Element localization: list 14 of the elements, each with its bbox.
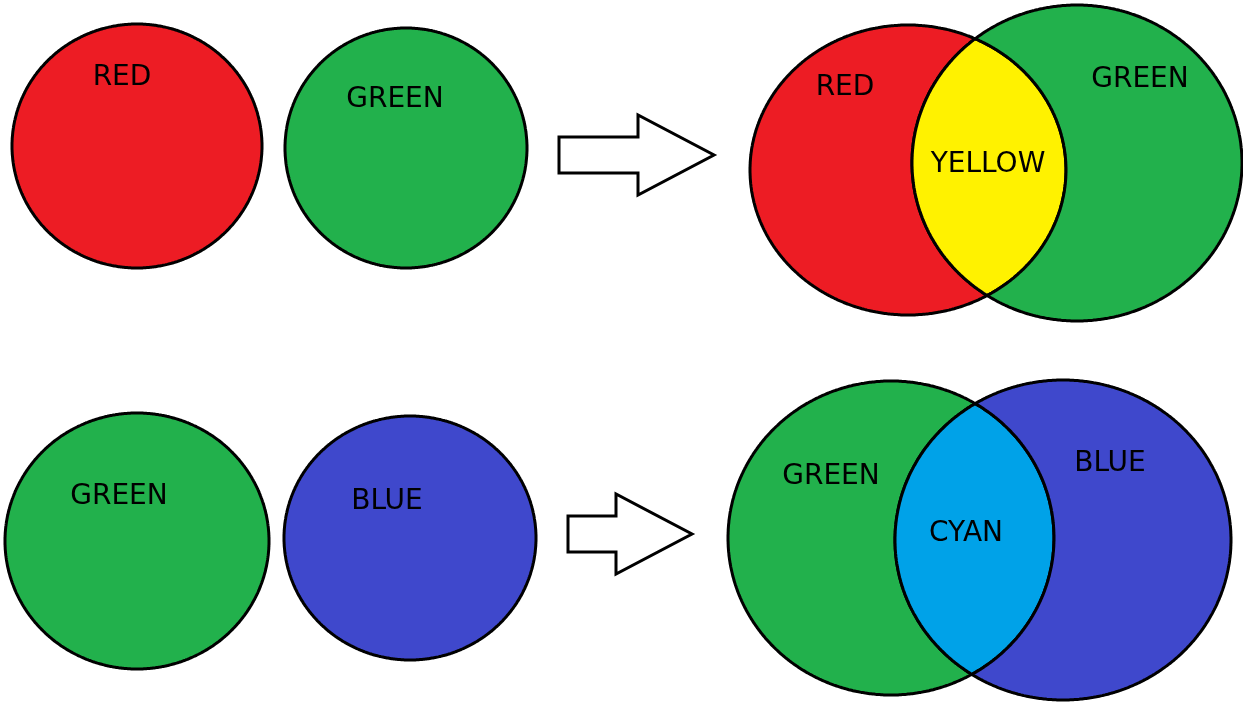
circle-label: GREEN bbox=[70, 478, 168, 511]
circle-label: GREEN bbox=[1091, 61, 1189, 94]
circle-label: RED bbox=[92, 59, 152, 92]
block-arrow bbox=[557, 112, 718, 198]
circle-label: GREEN bbox=[346, 81, 444, 114]
circle-label: GREEN bbox=[782, 458, 880, 491]
circle-label: BLUE bbox=[351, 483, 423, 516]
overlap-region bbox=[893, 402, 1056, 676]
circle-label: YELLOW bbox=[930, 146, 1046, 179]
circle-label: CYAN bbox=[928, 515, 1004, 548]
overlap-region bbox=[910, 37, 1068, 297]
block-arrow bbox=[566, 491, 696, 577]
circle-label: BLUE bbox=[1074, 445, 1146, 478]
circle-label: RED bbox=[815, 69, 875, 102]
